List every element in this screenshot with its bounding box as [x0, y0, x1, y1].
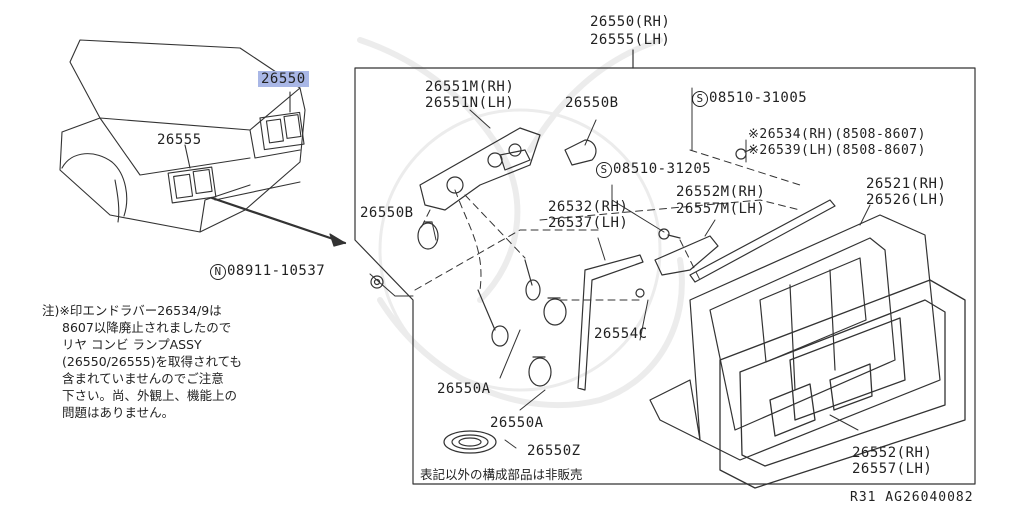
nut-number: 08911-10537 — [227, 263, 326, 279]
wiring-dashed-lines — [414, 149, 801, 301]
seal-label: 26550Z — [527, 443, 581, 459]
clip-label: 26554C — [594, 326, 648, 342]
lens-lh-label: 26557(LH) — [852, 461, 933, 477]
detail-frame — [354, 67, 976, 485]
gasket-lh-label: 26537(LH) — [548, 215, 629, 231]
screw-top-number: 08510-31005 — [709, 90, 808, 106]
gasket-rh-label: 26532(RH) — [548, 199, 629, 215]
bulb-26550a-2 — [528, 356, 552, 387]
clip-26554c — [635, 288, 645, 298]
screw-mid-number: 08510-31205 — [613, 161, 712, 177]
bulb-socket-plate — [419, 127, 541, 211]
note-line: リヤ コンビ ランプASSY — [62, 337, 202, 352]
bulb-26550b-left — [417, 221, 439, 250]
socket-rh-label: 26551M(RH) — [425, 79, 515, 95]
car-left-lamp-label: 26555 — [157, 132, 202, 148]
screw-08510-31005 — [735, 147, 755, 160]
car-rear-view — [59, 39, 306, 233]
note-line: 注)※印エンドラバー26534/9は — [42, 303, 222, 318]
detail-arrow — [210, 196, 347, 247]
bulb-26550a-1 — [543, 297, 567, 326]
lens-rh-label: 26552(RH) — [852, 445, 933, 461]
note-line: 問題はありません。 — [62, 405, 175, 420]
bulb-26550b-top — [564, 139, 597, 166]
lamp-housing-26521 — [649, 214, 941, 461]
screw-08510-31205 — [658, 228, 681, 240]
end-rubber-rh-label: ※26534(RH)(8508-8607) — [748, 127, 926, 142]
bulb-b-left-label: 26550B — [360, 205, 414, 221]
assy-lh-label: 26555(LH) — [590, 32, 671, 48]
non-sale-parts-note: 表記以外の構成部品は非販売 — [420, 467, 583, 482]
watermark-emblem — [357, 37, 685, 409]
note-line: (26550/26555)を取得されても — [62, 354, 242, 369]
socket-lh-label: 26551N(LH) — [425, 95, 515, 111]
housing-rh-label: 26521(RH) — [866, 176, 947, 192]
trim-rh-label: 26552M(RH) — [676, 184, 766, 200]
nut-08911-10537 — [370, 275, 384, 289]
s-mark-icon: S — [596, 162, 612, 178]
note-line: 下さい。尚、外観上、機能上の — [62, 388, 238, 403]
note-line: 8607以降廃止されましたので — [62, 320, 232, 335]
lamp-lens-26552 — [719, 279, 966, 489]
gasket-strip — [577, 254, 644, 391]
assy-rh-label: 26550(RH) — [590, 14, 671, 30]
trim-26552m — [654, 235, 719, 276]
end-rubber-lh-label: ※26539(LH)(8508-8607) — [748, 143, 926, 158]
diagram-code: R31 AG26040082 — [850, 490, 974, 505]
bulb-a-1-label: 26550A — [437, 381, 491, 397]
n-mark-icon: N — [210, 264, 226, 280]
bulb-b-top-label: 26550B — [565, 95, 619, 111]
end-rubber-26534 — [689, 199, 836, 283]
leader-lines — [369, 87, 871, 449]
s-mark-icon: S — [692, 91, 708, 107]
housing-lh-label: 26526(LH) — [866, 192, 947, 208]
highlight-26550: 26550 — [258, 71, 309, 87]
lamp-socket-cable — [477, 259, 541, 347]
seal-26550z — [443, 430, 497, 454]
car-rear-lamp-label: 26550 — [258, 71, 309, 87]
trim-lh-label: 26557M(LH) — [676, 201, 766, 217]
note-line: 含まれていませんのでご注意 — [62, 371, 224, 386]
caution-note: 注)※印エンドラバー26534/9は 8607以降廃止されましたので リヤ コン… — [42, 302, 342, 421]
bulb-a-2-label: 26550A — [490, 415, 544, 431]
